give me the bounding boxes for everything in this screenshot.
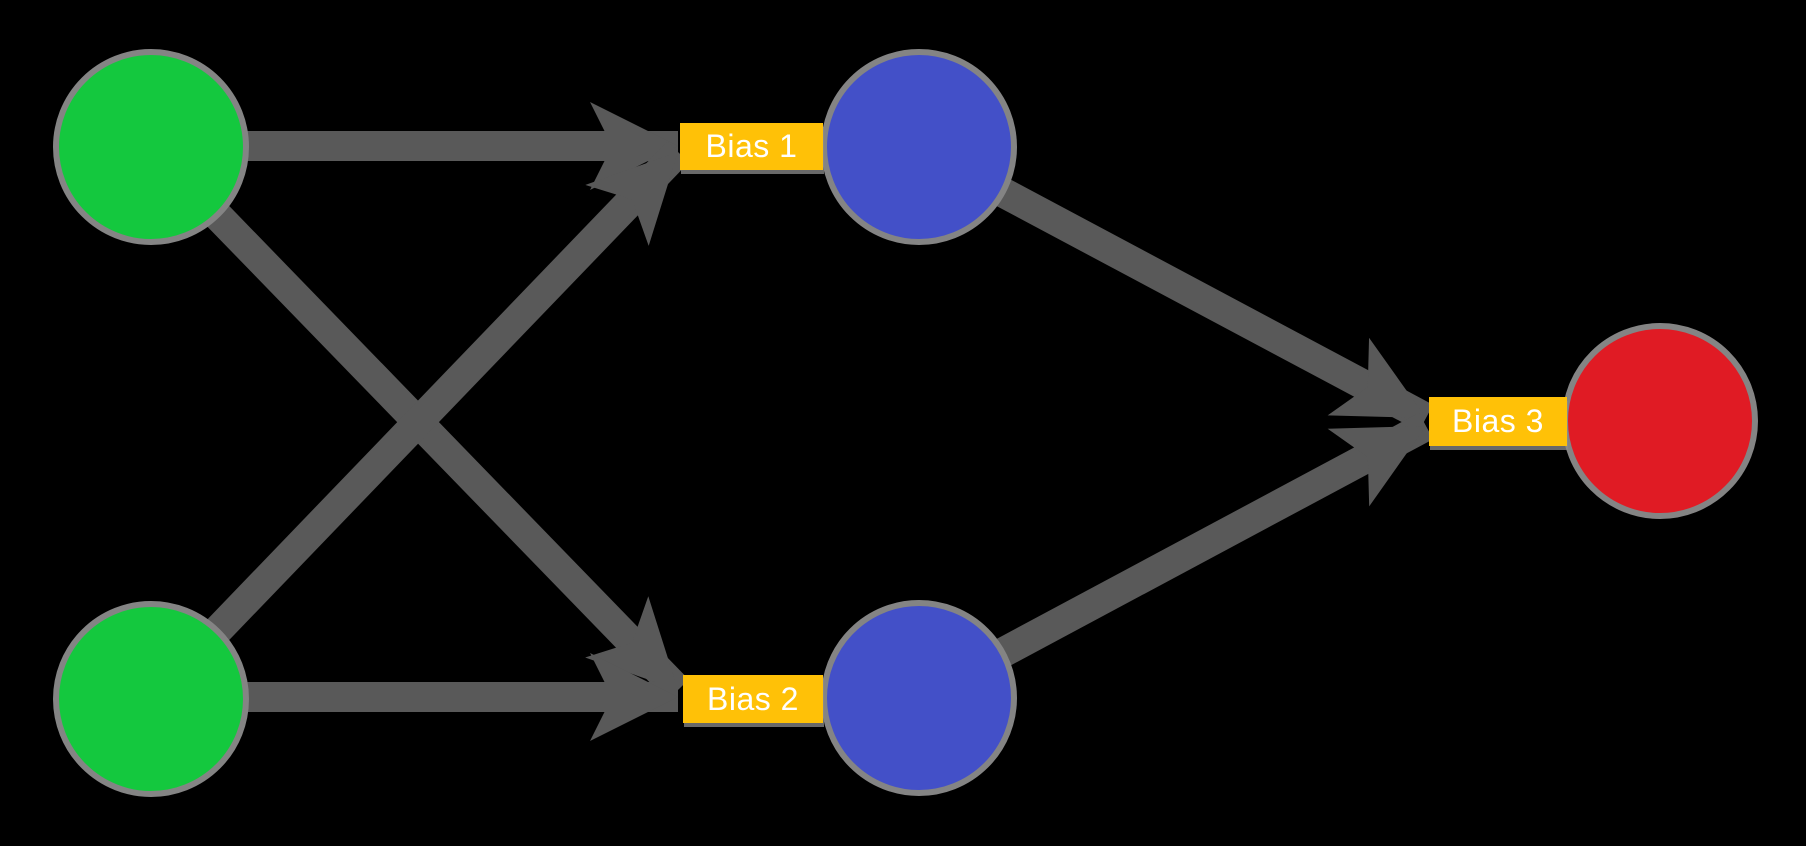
bias-label-2-text: Bias 2 — [707, 680, 799, 717]
bias-label-1-text: Bias 1 — [705, 128, 798, 164]
node-hidden-2 — [821, 600, 1017, 796]
edge-input-1-to-hidden-2 — [207, 205, 689, 701]
bias-label-3-text: Bias 3 — [1452, 403, 1544, 439]
bias-label-1: Bias 1 — [680, 123, 823, 170]
bias-label-3: Bias 3 — [1429, 397, 1567, 446]
edge-hidden-2-to-output-1 — [996, 412, 1434, 666]
node-hidden-1 — [821, 49, 1017, 245]
edge-input-2-to-hidden-1 — [207, 141, 689, 641]
node-input-1 — [53, 49, 249, 245]
node-output-1 — [1562, 323, 1758, 519]
edge-hidden-1-to-output-1 — [996, 179, 1434, 432]
bias-label-2: Bias 2 — [683, 675, 823, 723]
node-input-2 — [53, 601, 249, 797]
